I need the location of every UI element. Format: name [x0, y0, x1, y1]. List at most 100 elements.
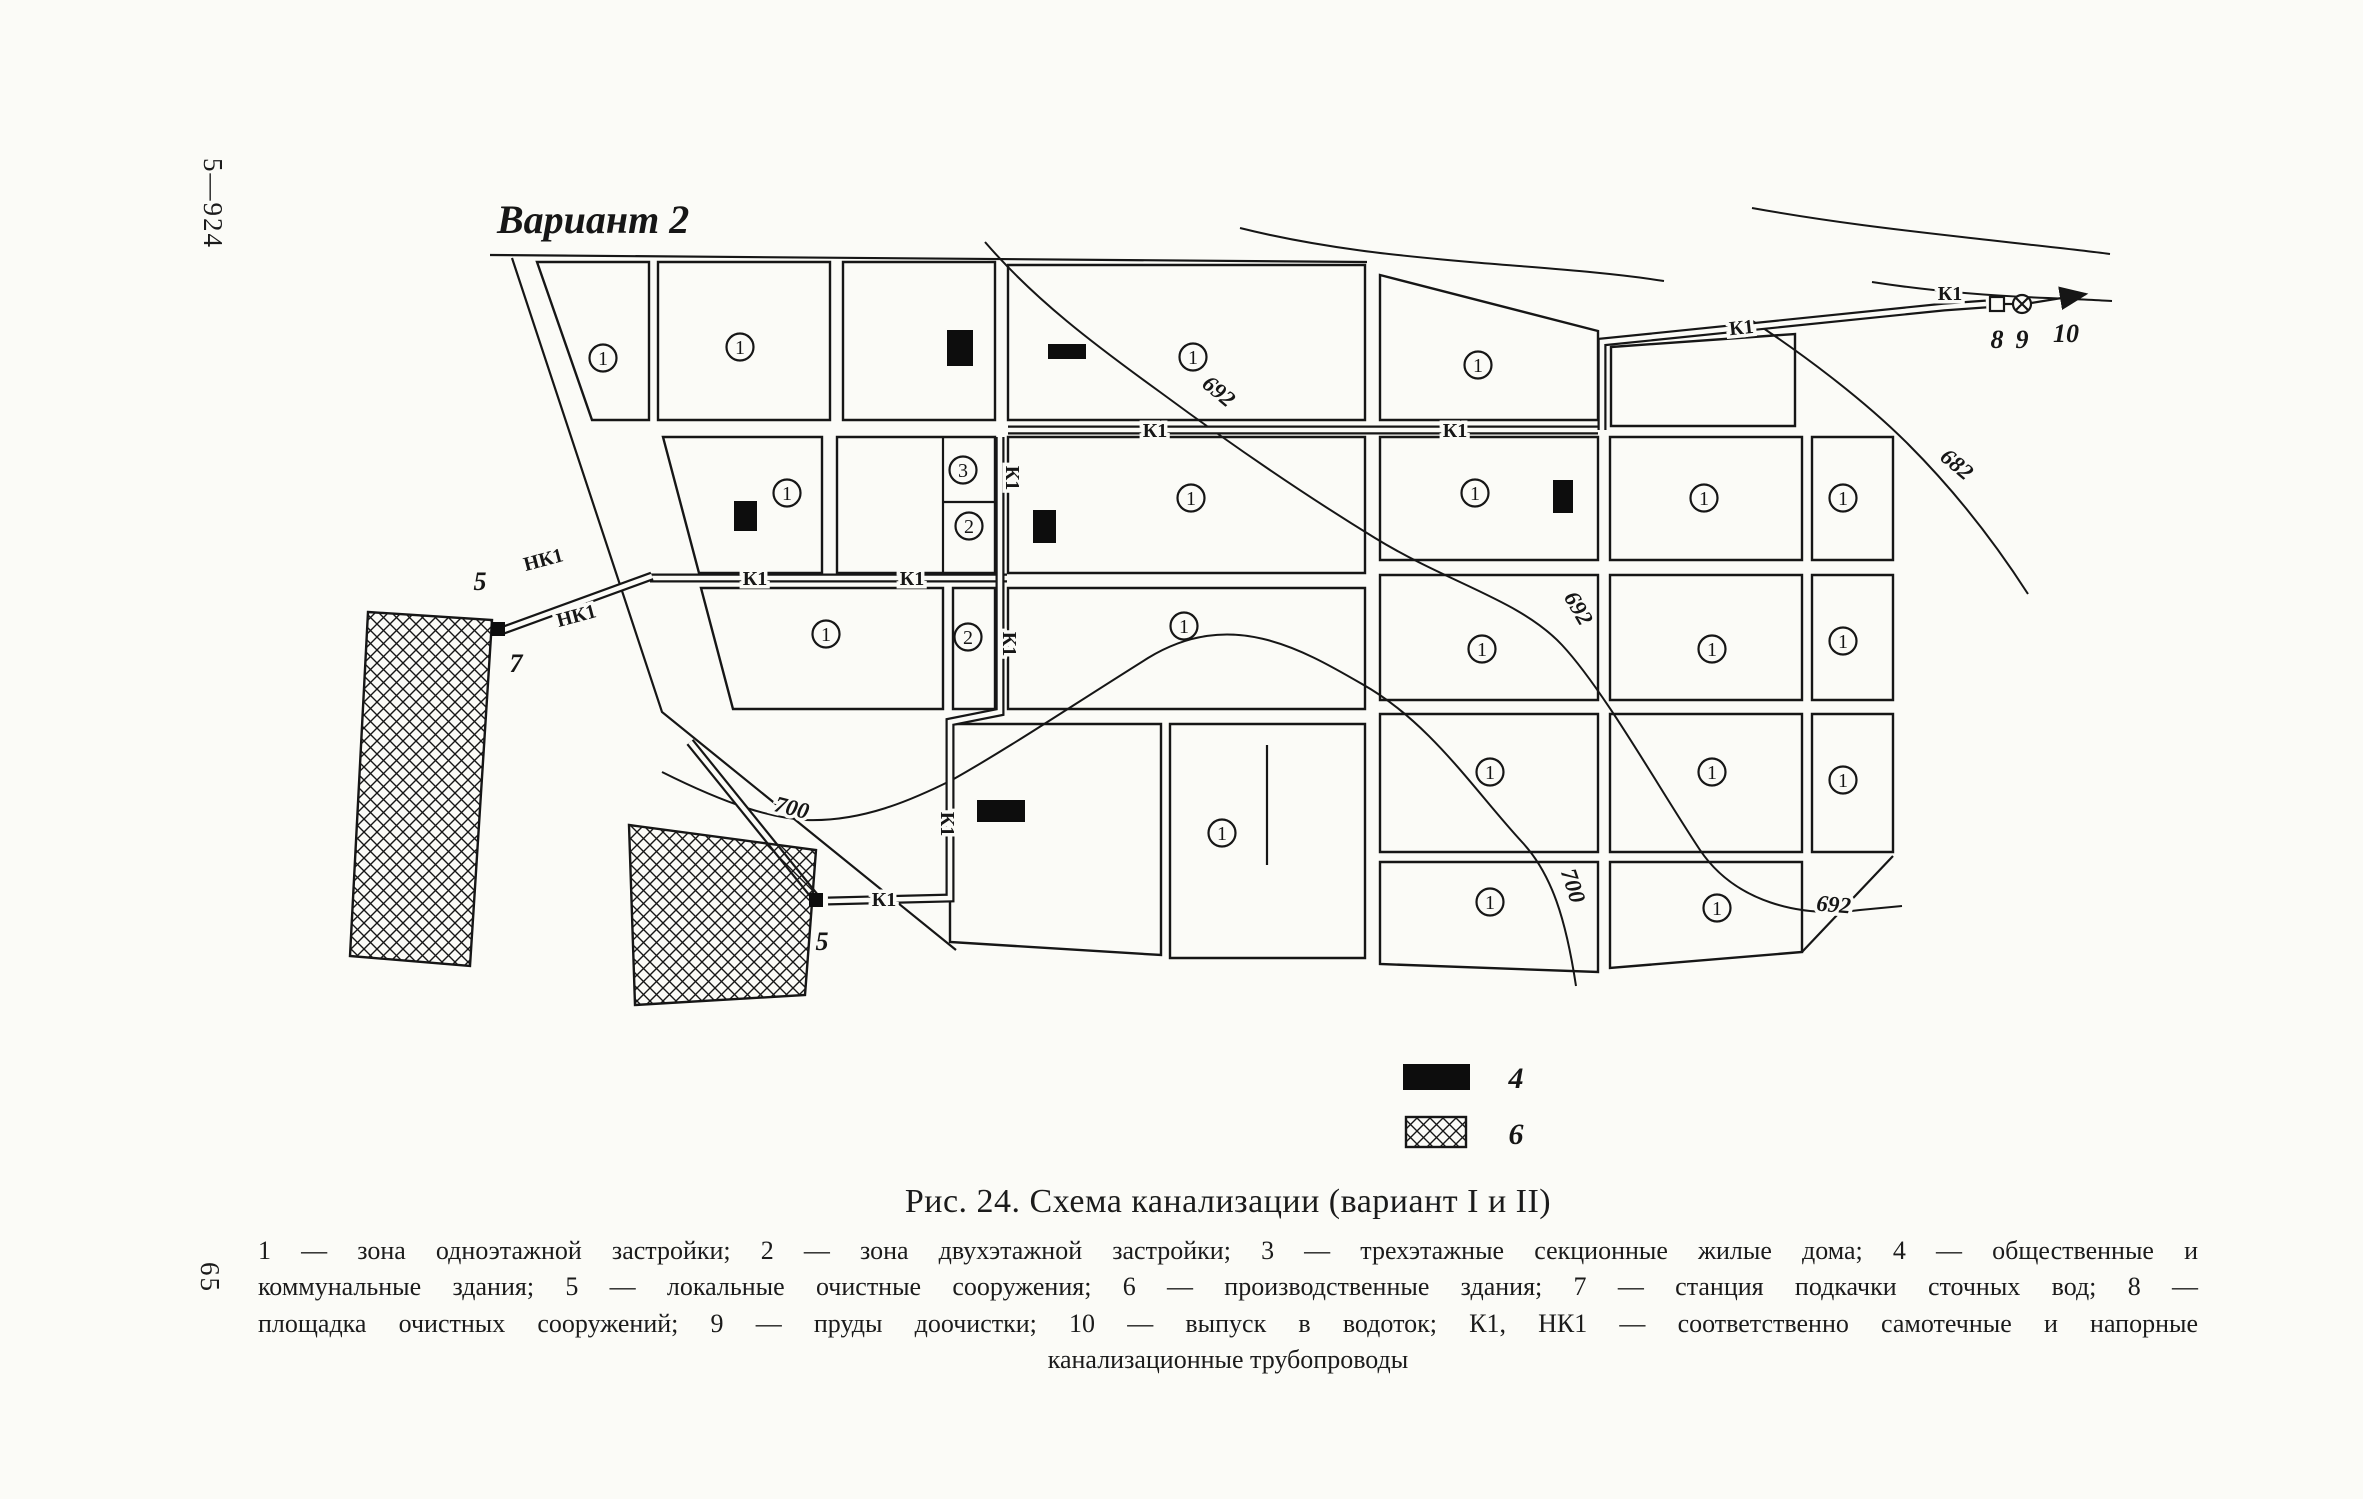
legend-area-swatch [1404, 1115, 1468, 1149]
mnum-text: 1 [782, 483, 792, 505]
zone-marker: 1 [1828, 765, 1858, 795]
district-boundary [489, 253, 1894, 953]
mnum-text: 1 [1838, 631, 1848, 653]
treatment-points [491, 622, 823, 907]
caption-line: площадка очистных сооружений; 9 — пруды … [258, 1308, 2198, 1338]
hatched-area-bottom [627, 823, 818, 1007]
mnum-text: 1 [1473, 355, 1483, 377]
building-rect [1553, 480, 1573, 513]
zone-marker: 1 [1467, 634, 1497, 664]
caption-line: коммунальные здания; 5 — локальные очист… [258, 1272, 2198, 1302]
outfall-chain [1988, 286, 2089, 315]
caption-line: 1 — зона одноэтажной застройки; 2 — зона… [258, 1236, 2198, 1265]
mnum-text: 1 [1179, 616, 1189, 638]
zone-marker: 1 [1207, 818, 1237, 848]
plabel-text: К1 [1001, 466, 1023, 491]
mnum-text: 1 [1712, 898, 1722, 920]
plabel-text: К1 [1938, 283, 1963, 305]
zone-marker: 1 [1697, 757, 1727, 787]
zone-marker: 1 [588, 343, 618, 373]
mnum-text: 2 [963, 627, 973, 649]
ptlabel-text: 7 [510, 649, 524, 678]
zone-marker: 1 [772, 478, 802, 508]
public-buildings [734, 330, 1573, 822]
mnum-text: 1 [1699, 488, 1709, 510]
building-rect [1048, 344, 1086, 359]
mnum-text: 1 [598, 348, 608, 370]
mnum-text: 1 [1707, 639, 1717, 661]
mnum-text: 1 [735, 337, 745, 359]
figure-title: Рис. 24. Схема канализации (вариант I и … [904, 1183, 1552, 1220]
caption-line: канализационные трубопроводы [1047, 1345, 1409, 1375]
outfall-pad-symbol [1988, 295, 2006, 313]
zone-markers: 1 1 1 1 1 3 2 1 1 1 1 1 2 1 1 1 1 1 1 1 1 1 1 [588, 332, 1858, 923]
plabel-text: К1 [1443, 420, 1468, 442]
city-blocks [535, 260, 1895, 974]
zone-marker: 1 [1828, 626, 1858, 656]
plabel-text: К1 [936, 812, 958, 837]
zone-marker: 1 [1475, 887, 1505, 917]
zone-marker: 1 [1169, 611, 1199, 641]
contour-lines [661, 207, 2113, 987]
zone-marker: 1 [1460, 478, 1490, 508]
mnum-text: 1 [1485, 762, 1495, 784]
ptlabel-text: 8 [1991, 325, 2004, 354]
clabel-text: 692 [1815, 891, 1852, 919]
treatment-square [491, 622, 505, 636]
mnum-text: 1 [1470, 483, 1480, 505]
figure-caption: Рис. 24. Схема канализации (вариант I и … [258, 1183, 2198, 1379]
plabel-text: К1 [743, 568, 768, 590]
ptlabel-text: 5 [474, 567, 487, 596]
ptlabel-text: 9 [2016, 325, 2029, 354]
legend: 4 6 [1403, 1062, 1524, 1151]
clabel-text: 700 [772, 791, 812, 824]
ptlabel-text: 10 [2053, 319, 2079, 348]
building-rect [734, 501, 757, 531]
zone-marker: 3 [948, 455, 978, 485]
building-rect [977, 800, 1025, 822]
building-rect [1033, 510, 1056, 543]
mnum-text: 1 [1217, 823, 1227, 845]
zone-marker: 1 [1176, 483, 1206, 513]
mnum-text: 2 [964, 516, 974, 538]
production-areas [348, 610, 818, 1007]
ptlabel-text: 5 [816, 927, 829, 956]
mnum-text: 3 [958, 460, 968, 482]
legend-area-number: 6 [1509, 1118, 1524, 1151]
mnum-text: 1 [1186, 488, 1196, 510]
legend-building-number: 4 [1508, 1062, 1524, 1095]
zone-marker: 1 [1689, 483, 1719, 513]
zone-marker: 2 [953, 622, 983, 652]
zone-marker: 1 [1178, 342, 1208, 372]
plabel-text: К1 [900, 568, 925, 590]
zone-marker: 1 [725, 332, 755, 362]
zone-marker: 1 [1463, 350, 1493, 380]
zone-marker: 1 [811, 619, 841, 649]
plabel-text: К1 [998, 632, 1020, 657]
hatched-area-left [348, 610, 494, 968]
mnum-text: 1 [1838, 770, 1848, 792]
plabel-text: К1 [1728, 316, 1755, 340]
treatment-square [809, 893, 823, 907]
edition-mark: 5—924 [198, 158, 228, 249]
outlet-arrow [2030, 286, 2089, 310]
building-rect [947, 330, 973, 366]
zone-marker: 1 [1697, 634, 1727, 664]
mnum-text: 1 [1838, 488, 1848, 510]
mnum-text: 1 [821, 624, 831, 646]
mnum-text: 1 [1707, 762, 1717, 784]
zone-marker: 1 [1475, 757, 1505, 787]
variant-title: Вариант 2 [496, 197, 689, 242]
page-number: 65 [195, 1262, 225, 1293]
plabel-text: К1 [1143, 420, 1168, 442]
plabel-text: НК1 [521, 544, 565, 576]
zone-marker: 1 [1828, 483, 1858, 513]
plabel-text: К1 [872, 889, 897, 911]
legend-building-swatch [1403, 1064, 1470, 1090]
mnum-text: 1 [1485, 892, 1495, 914]
mnum-text: 1 [1188, 347, 1198, 369]
zone-marker: 1 [1702, 893, 1732, 923]
